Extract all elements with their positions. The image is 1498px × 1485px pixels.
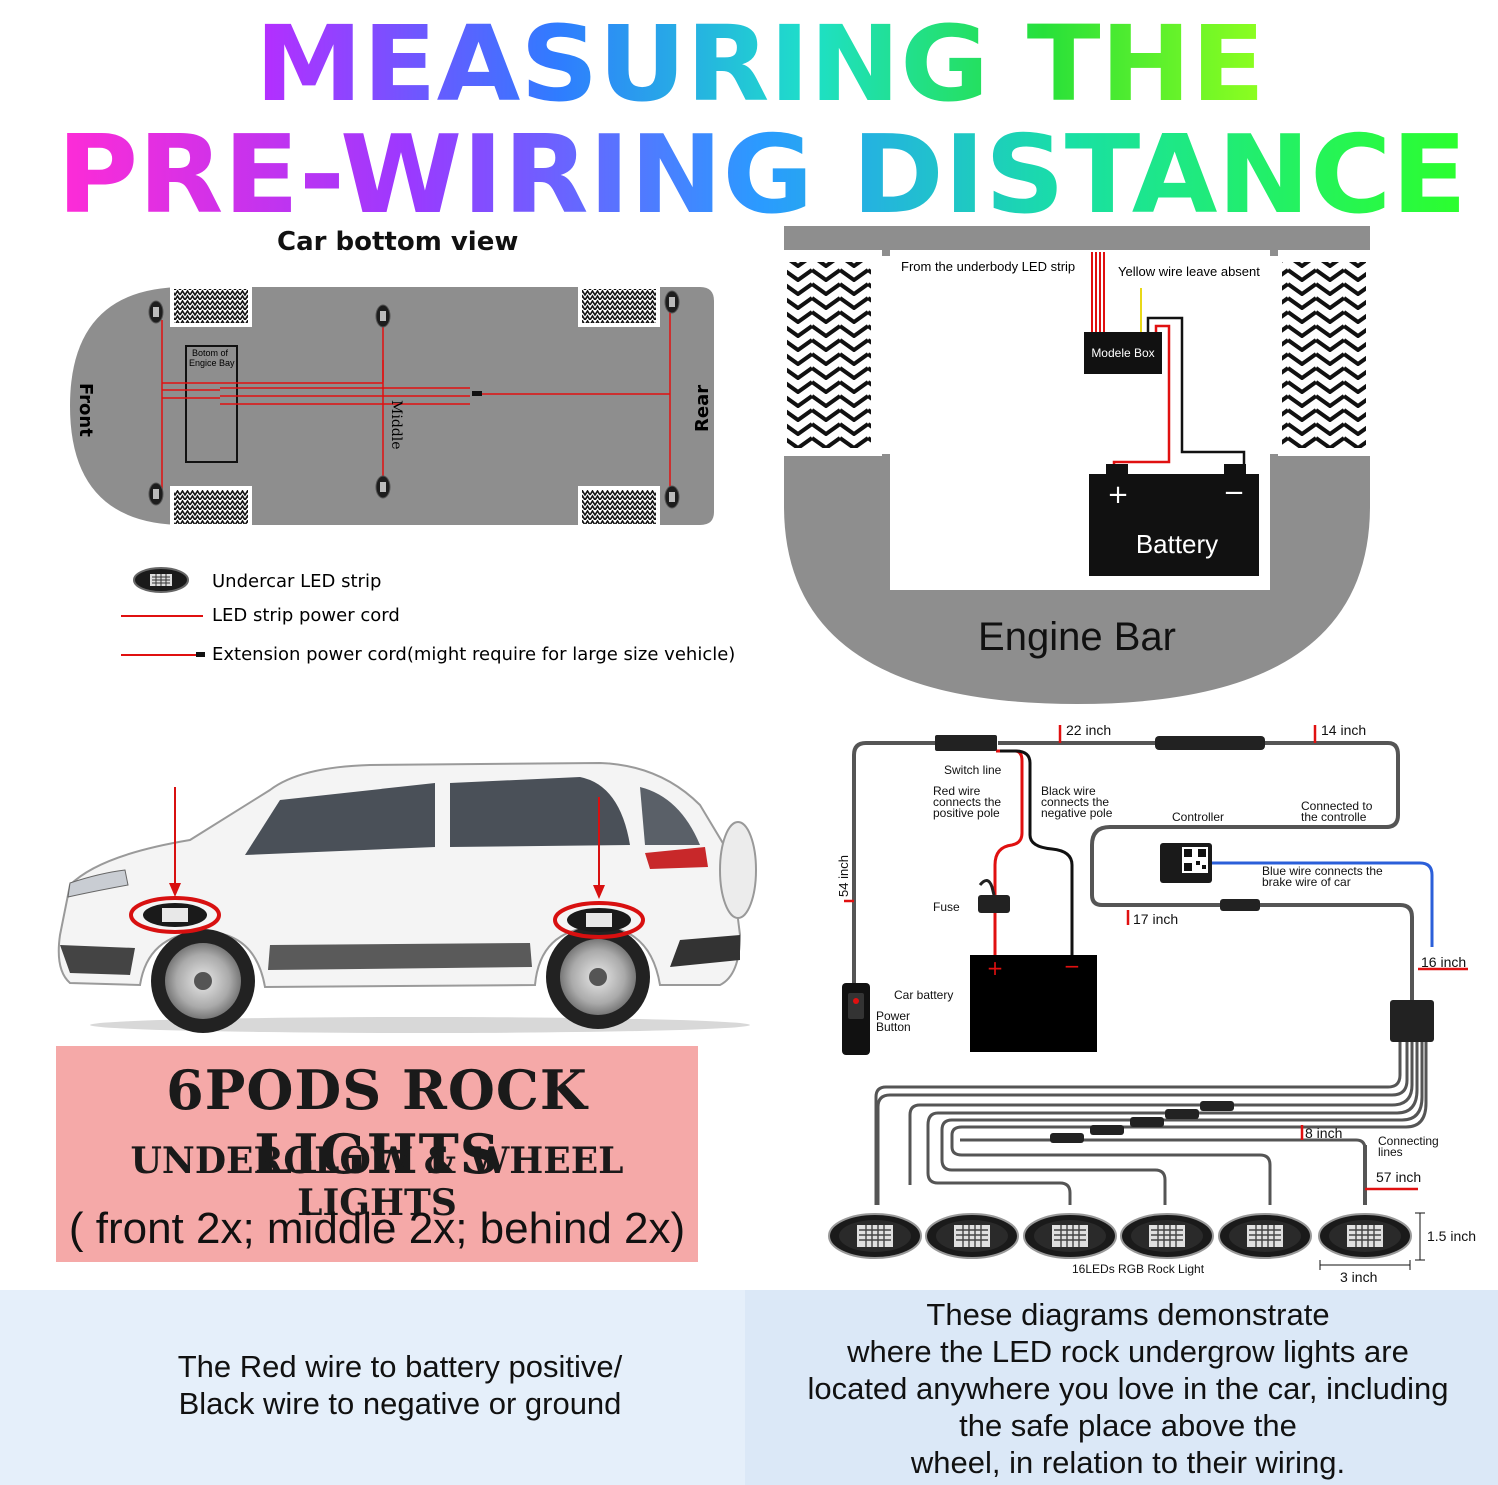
led-pod (664, 485, 680, 509)
red-wire-label-3: positive pole (933, 806, 1000, 820)
dim-54-inch: 54 inch (836, 855, 851, 897)
rock-light-pod (828, 1213, 922, 1259)
promo-line-1: 6PODS ROCK LIGHTS (166, 1058, 588, 1186)
black-wire-label-2: connects the (1041, 795, 1109, 809)
battery-minus: − (1064, 954, 1081, 978)
front-arrow-icon (169, 883, 181, 897)
car-battery-label: Car battery (894, 988, 953, 1002)
front-wheel-pod-highlight (129, 896, 221, 934)
promo-box: 6PODS ROCK LIGHTS UNDERGLOW & WHEEL LIGH… (56, 1046, 698, 1262)
middle-label: Middle (388, 400, 404, 450)
power-button-label-1: Power (876, 1009, 910, 1023)
front-label: Front (75, 383, 96, 437)
controller-label: Controller (1172, 810, 1224, 824)
dim-17-inch: 17 inch (1133, 911, 1178, 927)
description-line-3: located anywhere you love in the car, in… (807, 1371, 1449, 1406)
battery-plus: + (1107, 480, 1129, 510)
module-box (1084, 332, 1162, 374)
dim-16-inch: 16 inch (1421, 954, 1466, 970)
legend-item-power-cord: LED strip power cord (212, 605, 400, 626)
description-line-4: the safe place above the (959, 1408, 1297, 1443)
dim-3-inch: 3 inch (1340, 1269, 1377, 1285)
from-underbody-label: From the underbody LED strip (901, 259, 1075, 274)
engine-bar-diagram: Modele Box From the underbody LED strip … (784, 226, 1370, 704)
rear-wheel-pod-highlight (553, 901, 645, 939)
power-cord-wires (161, 310, 671, 495)
splitter-box (1390, 1000, 1434, 1042)
battery-plus: + (987, 956, 1004, 980)
switch-connector (935, 735, 997, 751)
rock-light-pod (1023, 1213, 1117, 1259)
car-side-illustration (57, 761, 757, 1033)
led-pod (148, 482, 164, 506)
title-banner: MEASURING THE PRE-WIRING DISTANCE (57, 3, 1467, 230)
legend-item-extension-cord: Extension power cord(might require for l… (212, 644, 735, 665)
title-line-2: PRE-WIRING DISTANCE (57, 113, 1467, 230)
rock-light-pod (1120, 1213, 1214, 1259)
connected-to-label-2: the controlle (1301, 810, 1367, 824)
battery-icon (1089, 474, 1259, 576)
black-wire-label-3: negative pole (1041, 806, 1113, 820)
bottom-right-panel: These diagrams demonstrate where the LED… (745, 1290, 1498, 1485)
dim-1-5-inch: 1.5 inch (1427, 1228, 1476, 1244)
description-line-5: wheel, in relation to their wiring. (910, 1445, 1346, 1480)
legend-pod-icon (133, 567, 189, 593)
module-box-label: Modele Box (1091, 346, 1154, 360)
rear-arrow-icon (593, 885, 605, 899)
dim-14-inch: 14 inch (1321, 722, 1366, 738)
red-wire-label-1: Red wire (933, 784, 981, 798)
title-line-1: MEASURING THE (255, 3, 1265, 125)
description-line-2: where the LED rock undergrow lights are (847, 1334, 1409, 1369)
legend-item-led-strip: Undercar LED strip (212, 571, 381, 592)
promo-line-2: UNDERGLOW & WHEEL LIGHTS (130, 1140, 624, 1224)
dim-22-inch: 22 inch (1066, 722, 1111, 738)
led-pod (664, 290, 680, 314)
blue-wire-label-2: brake wire of car (1262, 875, 1351, 889)
dim-57-inch: 57 inch (1376, 1169, 1421, 1185)
connecting-lines-label-2: lines (1378, 1145, 1403, 1159)
fuse-icon (978, 895, 1010, 913)
fuse-label: Fuse (933, 900, 960, 914)
red-wire-label-2: connects the (933, 795, 1001, 809)
black-wire-label-1: Black wire (1041, 784, 1096, 798)
connected-to-label-1: Connected to (1301, 799, 1373, 813)
rock-light-pod (925, 1213, 1019, 1259)
promo-line-3: ( front 2x; middle 2x; behind 2x) (68, 1204, 686, 1253)
engine-bay-label-1: Botom of (192, 348, 229, 358)
pod-label: 16LEDs RGB Rock Light (1072, 1262, 1205, 1276)
chevron-block-right (1282, 262, 1366, 448)
led-pod (148, 300, 164, 324)
car-bottom-view-heading: Car bottom view (277, 227, 519, 257)
wiring-note-line-2: Black wire to negative or ground (178, 1386, 622, 1421)
bottom-left-panel: The Red wire to battery positive/ Black … (0, 1290, 745, 1485)
connecting-lines-label-1: Connecting (1378, 1134, 1439, 1148)
rock-light-pod (1218, 1213, 1312, 1259)
power-button-label-2: Button (876, 1020, 911, 1034)
chevron-block-left (787, 262, 871, 448)
dim-8-inch: 8 inch (1305, 1125, 1342, 1141)
engine-bay-label-2: Engice Bay (189, 358, 235, 368)
switch-line-label: Switch line (944, 763, 1002, 777)
yellow-wire-label: Yellow wire leave absent (1118, 264, 1260, 279)
car-bottom-view-diagram: Botom of Engice Bay Front Rear Middle Un… (70, 287, 735, 665)
car-battery-icon (970, 955, 1097, 1052)
rock-light-pod (1318, 1213, 1412, 1259)
battery-label: Battery (1136, 529, 1218, 559)
engine-bar-label: Engine Bar (978, 615, 1176, 659)
led-pod (375, 304, 391, 328)
blue-wire-label-1: Blue wire connects the (1262, 864, 1383, 878)
extension-connector (1155, 736, 1265, 750)
extension-connector (472, 391, 482, 396)
led-pod (375, 475, 391, 499)
description-line-1: These diagrams demonstrate (926, 1297, 1330, 1332)
wiring-diagram: + − 22 inch 14 inch Switch line (828, 722, 1476, 1285)
battery-minus: − (1223, 478, 1245, 508)
rear-label: Rear (692, 385, 713, 432)
wiring-note-line-1: The Red wire to battery positive/ (177, 1349, 623, 1384)
